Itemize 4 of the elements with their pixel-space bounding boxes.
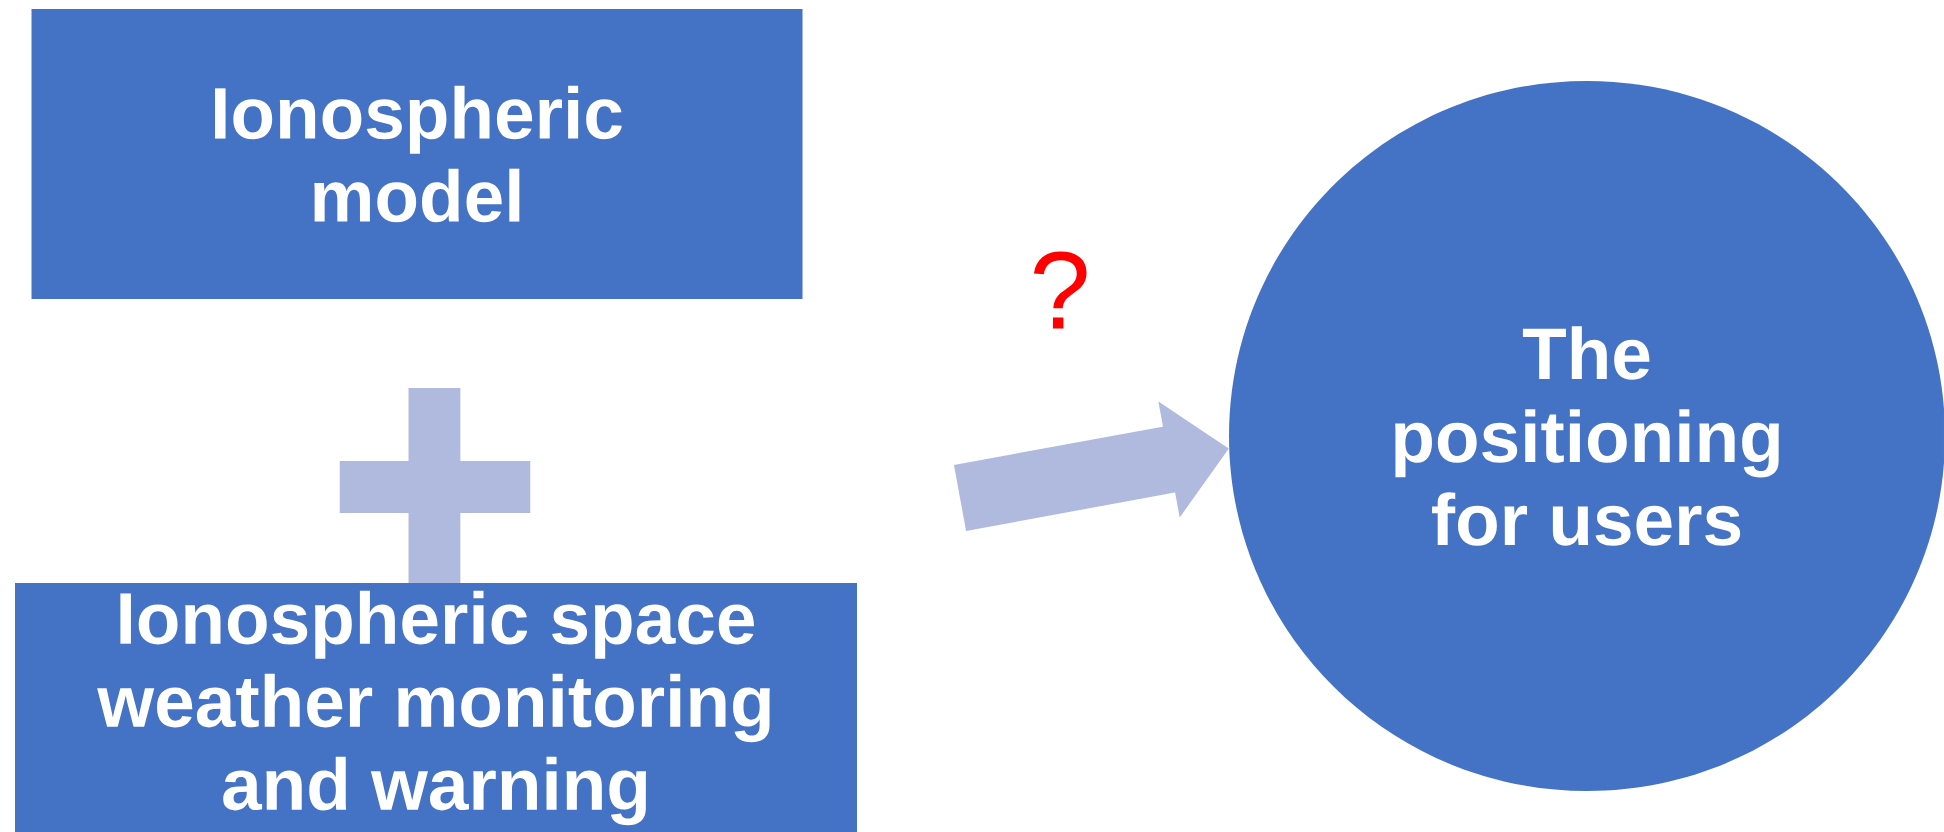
question-mark: ? xyxy=(1033,251,1087,329)
model-box: Ionospheric model xyxy=(31,9,803,299)
monitoring-box: Ionospheric space weather monitoring and warning xyxy=(15,583,857,832)
plus-sign xyxy=(339,388,531,586)
